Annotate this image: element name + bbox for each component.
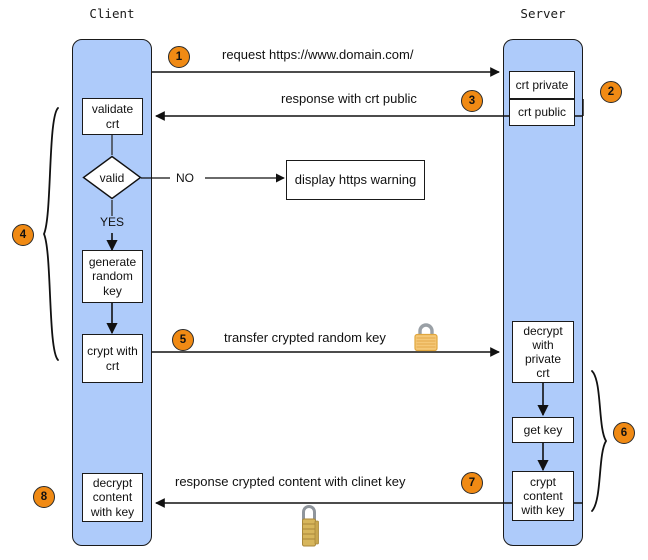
node-crypt-content-with-key-line-2: content [523, 488, 563, 503]
node-generate-random-key-line-3: key [103, 283, 122, 298]
decision-valid: valid [82, 155, 142, 200]
node-validate-crt-line-2: crt [105, 116, 120, 131]
decision-yes-label: YES [99, 215, 124, 229]
node-decrypt-with-private-crt-line-1: decrypt [523, 323, 563, 338]
client-lane-title: Client [89, 6, 135, 21]
step-badge-5: 5 [172, 329, 194, 351]
step-badge-6: 6 [613, 422, 635, 444]
decision-no-label: NO [176, 171, 194, 185]
step-badge-1: 1 [168, 46, 190, 68]
node-crypt-with-crt: crypt with crt [82, 334, 143, 383]
node-decrypt-with-private-crt: decrypt with private crt [512, 321, 574, 383]
node-display-https-warning-label: display https warning [294, 172, 417, 188]
node-get-key: get key [512, 417, 574, 443]
node-generate-random-key: generate random key [82, 250, 143, 303]
node-decrypt-with-private-crt-line-4: crt [536, 366, 550, 381]
node-validate-crt: validate crt [82, 98, 143, 135]
step-badge-3: 3 [461, 90, 483, 112]
node-display-https-warning: display https warning [286, 160, 425, 200]
node-generate-random-key-line-2: random [92, 269, 133, 284]
decision-valid-label: valid [99, 170, 125, 185]
step-badge-4: 4 [12, 224, 34, 246]
decision-valid-shape [82, 155, 142, 200]
node-decrypt-content-with-key-line-2: content [92, 490, 133, 505]
node-crypt-content-with-key-line-1: crypt [529, 474, 556, 489]
node-crt-public: crt public [509, 99, 575, 126]
node-crt-private-label: crt private [515, 77, 569, 92]
node-validate-crt-line-1: validate [91, 102, 134, 117]
step-badge-7: 7 [461, 472, 483, 494]
server-lane-title: Server [520, 6, 566, 21]
padlock-closed-icon [411, 321, 441, 353]
node-crypt-with-crt-line-2: crt [105, 358, 120, 373]
node-get-key-label: get key [523, 422, 563, 437]
step-badge-2: 2 [600, 81, 622, 103]
combination-padlock-icon [296, 502, 322, 550]
step-badge-8: 8 [33, 486, 55, 508]
message-label-transfer-key: transfer crypted random key [224, 330, 386, 345]
message-label-response-public: response with crt public [281, 91, 417, 106]
node-generate-random-key-line-1: generate [88, 255, 137, 270]
node-decrypt-content-with-key-line-1: decrypt [92, 476, 133, 491]
message-label-request: request https://www.domain.com/ [222, 47, 414, 62]
node-decrypt-with-private-crt-line-2: with [532, 337, 554, 352]
node-crypt-content-with-key-line-3: with key [521, 503, 565, 518]
node-crypt-with-crt-line-1: crypt with [87, 344, 138, 359]
node-decrypt-content-with-key-line-3: with key [90, 504, 135, 519]
node-crypt-content-with-key: crypt content with key [512, 471, 574, 521]
node-decrypt-with-private-crt-line-3: private [524, 352, 561, 366]
node-crt-private: crt private [509, 71, 575, 99]
node-crt-public-label: crt public [517, 105, 567, 120]
node-decrypt-content-with-key: decrypt content with key [82, 473, 143, 522]
message-label-response-content: response crypted content with clinet key [175, 474, 406, 489]
